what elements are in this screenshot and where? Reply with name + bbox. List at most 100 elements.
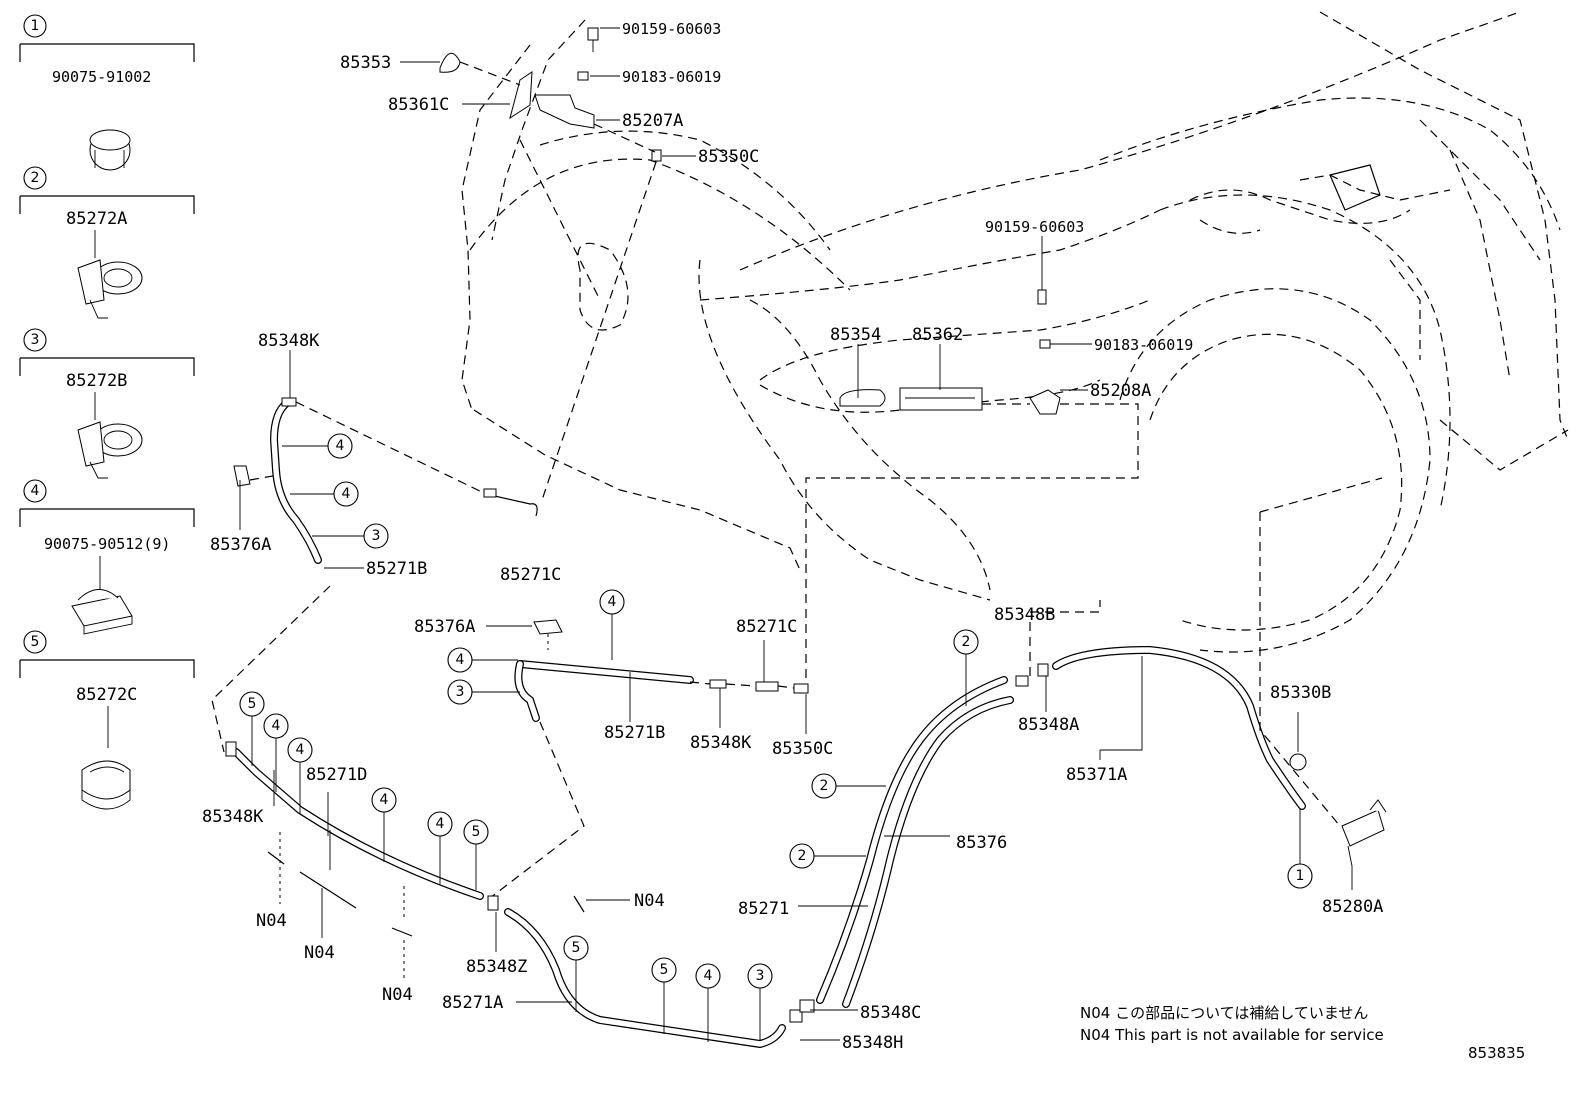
svg-text:4: 4 [456,652,465,668]
callout-5: 5 [463,819,489,890]
leader-lines [239,27,1353,1041]
callout-3: 3 [747,963,773,1040]
pump-icon [1341,799,1387,867]
legend-num-5: 5 [31,634,40,650]
callout-4: 4 [599,589,625,660]
callout-4: 4 [287,737,313,814]
svg-text:2: 2 [962,634,971,650]
callout-4: 4 [263,713,289,792]
part-label: 85271 [738,899,789,919]
svg-text:4: 4 [342,486,351,502]
part-label: 90183-06019 [1094,336,1193,354]
note-japanese: N04 この部品については補給していません [1080,1004,1368,1022]
note-english: N04 This part is not available for servi… [1080,1026,1384,1044]
svg-text:4: 4 [436,816,445,832]
callout-4: 4 [427,811,453,884]
legend-code-2: 85272A [66,209,127,229]
part-label: 85348A [1018,715,1079,735]
svg-text:5: 5 [660,962,669,978]
footnotes: N04 この部品については補給していません N04 This part is n… [1080,1004,1525,1062]
figure-code: 853835 [1468,1044,1525,1062]
part-label: 85348B [994,605,1055,625]
callout-4: 4 [371,787,397,862]
svg-text:5: 5 [572,940,581,956]
callout-1: 1 [1287,808,1313,889]
legend: 1 90075-91002 2 85272A [19,14,195,810]
part-label: 85361C [388,95,449,115]
clamp-ring-icon [89,129,131,171]
part-label: 85208A [1090,381,1151,401]
part-label: 90159-60603 [622,20,721,38]
callout-4: 4 [447,647,518,673]
part-label: N04 [256,911,287,931]
part-label: 85271A [442,993,503,1013]
part-label: 85348K [202,807,264,827]
callout-4: 4 [695,963,721,1042]
legend-item-1: 1 90075-91002 [19,14,195,171]
part-label: 85376 [956,833,1007,853]
part-label: 85362 [912,325,963,345]
callout-2: 2 [789,843,866,869]
callout-5: 5 [239,691,265,766]
legend-code-5: 85272C [76,685,137,705]
part-label: N04 [634,891,665,911]
part-label: 85330B [1270,683,1331,703]
part-label: 85207A [622,111,683,131]
part-label: 85348Z [466,957,527,977]
part-label: 85371A [1066,765,1127,785]
callout-4: 4 [290,481,359,507]
svg-text:5: 5 [472,824,481,840]
part-label: N04 [382,985,413,1005]
svg-text:4: 4 [296,742,305,758]
legend-code-1: 90075-91002 [52,68,151,86]
callout-3: 3 [447,679,520,705]
legend-num-2: 2 [31,170,40,186]
part-label: 85353 [340,53,391,73]
part-label: 85350C [772,739,833,759]
part-label: 85376A [414,617,475,637]
part-label: 85354 [830,325,881,345]
part-label: 85348C [860,1003,921,1023]
legend-num-4: 4 [31,483,40,499]
part-label: 85271C [736,617,797,637]
part-labels: 85353 85361C 90159-60603 90183-06019 852… [202,20,1383,1053]
part-label: N04 [304,943,335,963]
callout-5: 5 [563,935,589,1012]
svg-text:3: 3 [456,684,465,700]
callout-2: 2 [953,629,979,706]
svg-text:4: 4 [704,968,713,984]
svg-text:2: 2 [798,848,807,864]
legend-item-3: 3 85272B [19,328,195,479]
part-label: 85348K [690,733,752,753]
part-label: 85271C [500,565,561,585]
svg-text:1: 1 [1296,868,1305,884]
part-label: 85376A [210,535,271,555]
part-label: 85280A [1322,897,1383,917]
hose-assemblies [211,27,1387,1049]
part-label: 85350C [698,147,759,167]
part-label: 85348K [258,331,320,351]
svg-text:4: 4 [608,594,617,610]
svg-text:4: 4 [272,718,281,734]
callout-5: 5 [651,957,677,1034]
legend-code-4: 90075-90512(9) [44,535,170,553]
legend-num-1: 1 [31,18,40,34]
svg-text:3: 3 [372,528,381,544]
legend-item-5: 5 85272C [19,630,195,810]
svg-text:3: 3 [756,968,765,984]
legend-code-3: 85272B [66,371,127,391]
part-label: 90159-60603 [985,218,1084,236]
callout-2: 2 [811,773,886,799]
hose-clamp-icon [81,760,131,810]
svg-text:4: 4 [380,792,389,808]
part-label: 85271D [306,765,367,785]
callouts: 4 4 3 4 4 3 5 4 4 4 4 5 5 5 4 3 2 2 2 1 [239,433,1313,1042]
svg-text:2: 2 [820,778,829,794]
hose-clip-icon [77,421,143,479]
svg-text:4: 4 [336,438,345,454]
part-label: 90183-06019 [622,68,721,86]
vehicle-outline [461,11,1569,653]
part-label: 85348H [842,1033,903,1053]
callout-4: 4 [282,433,353,459]
part-label: 85271B [366,559,427,579]
